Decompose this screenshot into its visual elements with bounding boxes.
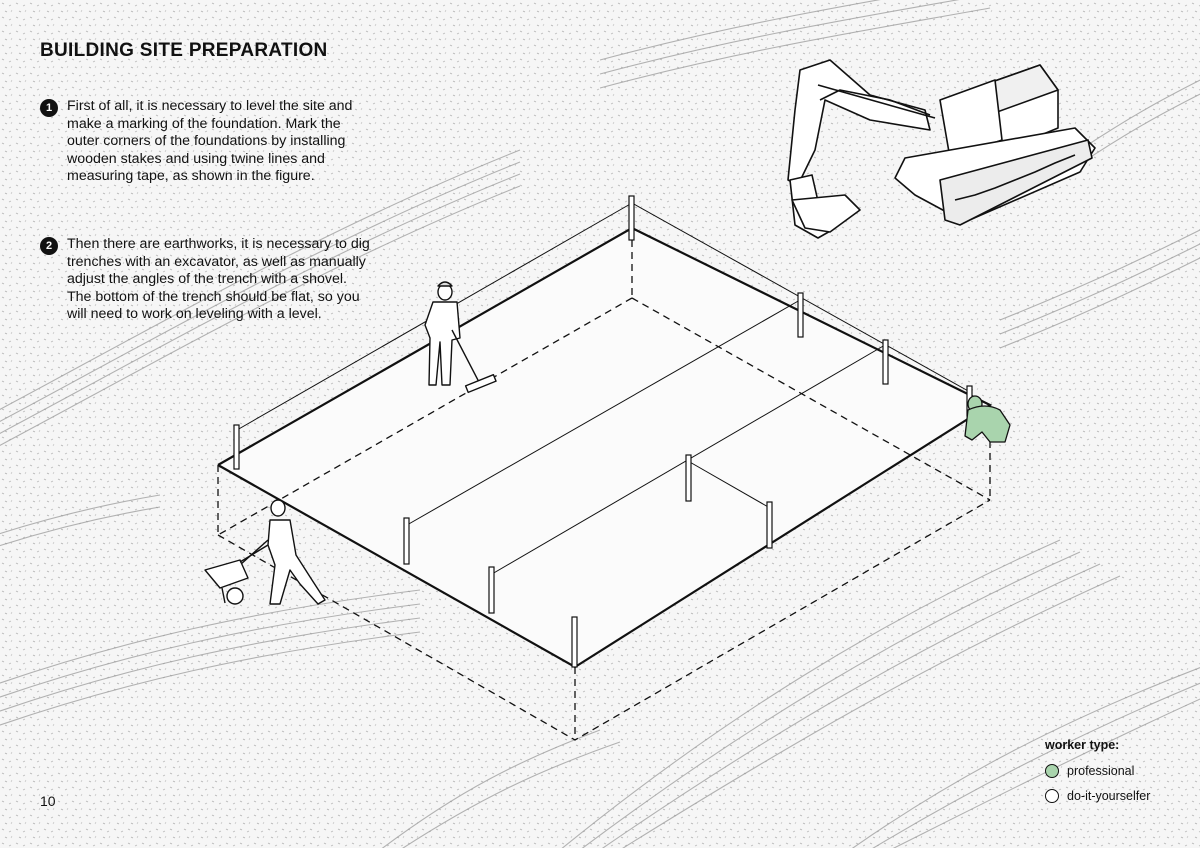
inner-twine-line (687, 460, 771, 509)
legend-item-do-it-yourselfer: do-it-yourselfer (1045, 786, 1195, 806)
stake (233, 424, 240, 470)
stake (685, 454, 692, 502)
step-number-badge: 1 (40, 99, 58, 117)
white-circle-icon (1045, 789, 1059, 803)
step-2: 2 Then there are earthworks, it is neces… (40, 236, 372, 324)
wheelbarrow-icon (204, 544, 269, 605)
stake (403, 517, 410, 565)
stake (797, 292, 804, 338)
worker-icon (424, 281, 497, 394)
inner-twine-line (406, 299, 801, 526)
excavator-icon (787, 59, 1096, 239)
foundation-plot (217, 202, 993, 741)
stake (882, 339, 889, 385)
legend-title: worker type: (1045, 738, 1120, 752)
legend-label: do-it-yourselfer (1067, 789, 1151, 803)
green-circle-icon (1045, 764, 1059, 778)
stake (628, 195, 635, 241)
step-text: First of all, it is necessary to level t… (67, 98, 353, 185)
worker-type-legend: worker type: professional do-it-yourself… (1045, 738, 1195, 811)
step-1: 1 First of all, it is necessary to level… (40, 98, 372, 186)
step-text: Then there are earthworks, it is necessa… (67, 236, 370, 323)
step-number-badge: 2 (40, 237, 58, 255)
stake (571, 616, 578, 668)
crouching-worker-icon (964, 395, 1011, 443)
worker-icon (239, 499, 326, 605)
page-number: 10 (40, 793, 56, 809)
stake (488, 566, 495, 614)
page-title: BUILDING SITE PREPARATION (40, 40, 328, 61)
marked-area (218, 228, 990, 667)
legend-item-professional: professional (1045, 761, 1195, 781)
legend-label: professional (1067, 764, 1135, 778)
stake (766, 501, 773, 549)
